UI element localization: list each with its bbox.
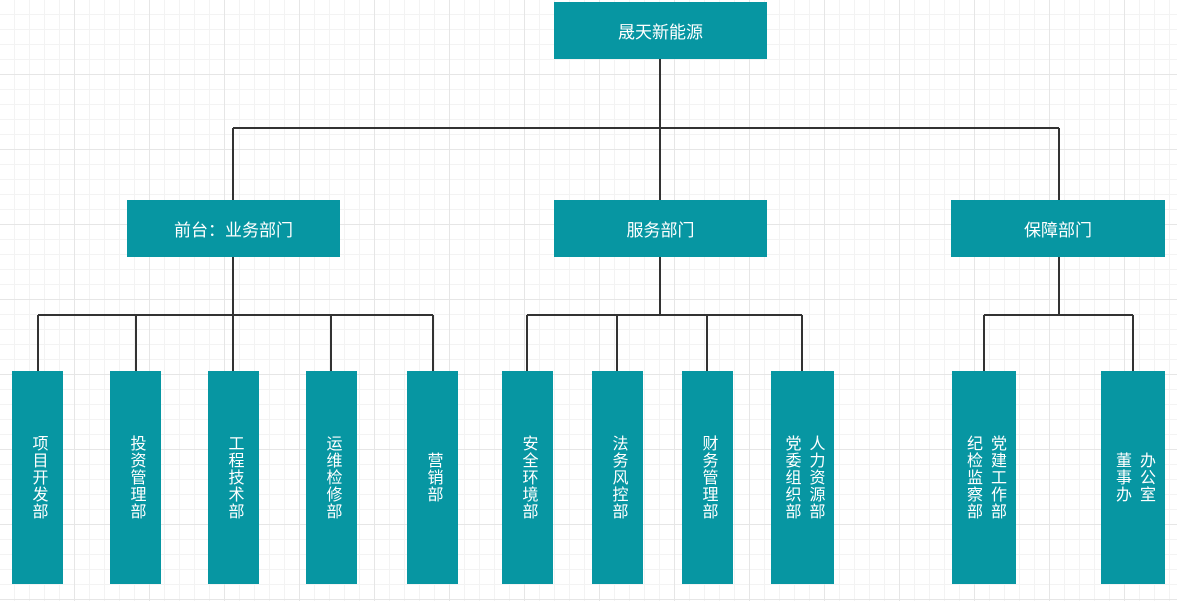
group-label: 服务部门 bbox=[626, 221, 695, 240]
leaf-label: 投资管理部 bbox=[127, 435, 145, 520]
leaf-label: 纪检监察部 bbox=[964, 435, 981, 520]
leaf-node-marketing[interactable]: 营销部 bbox=[407, 371, 458, 584]
leaf-node-party-committee-hr[interactable]: 党委组织部 人力资源部 bbox=[771, 371, 834, 584]
leaf-node-investment-management[interactable]: 投资管理部 bbox=[110, 371, 161, 584]
group-node-support[interactable]: 保障部门 bbox=[951, 200, 1165, 257]
leaf-node-finance-management[interactable]: 财务管理部 bbox=[682, 371, 733, 584]
leaf-label: 运维检修部 bbox=[323, 435, 341, 520]
leaf-label: 人力资源部 bbox=[806, 435, 824, 520]
leaf-label: 工程技术部 bbox=[225, 435, 243, 520]
leaf-node-safety-environment[interactable]: 安全环境部 bbox=[502, 371, 553, 584]
leaf-node-project-development[interactable]: 项目开发部 bbox=[12, 371, 63, 584]
leaf-label: 法务风控部 bbox=[609, 435, 627, 520]
leaf-label: 办公室 bbox=[1137, 452, 1154, 503]
leaf-label: 董事办 bbox=[1113, 452, 1130, 503]
leaf-label: 安全环境部 bbox=[519, 435, 537, 520]
leaf-label: 财务管理部 bbox=[699, 435, 717, 520]
leaf-label: 营销部 bbox=[424, 452, 442, 503]
leaf-node-legal-risk-control[interactable]: 法务风控部 bbox=[592, 371, 643, 584]
leaf-label: 党建工作部 bbox=[988, 435, 1005, 520]
root-label: 晟天新能源 bbox=[618, 23, 703, 42]
group-label: 保障部门 bbox=[1024, 221, 1092, 240]
leaf-label: 项目开发部 bbox=[29, 435, 47, 520]
group-node-service[interactable]: 服务部门 bbox=[554, 200, 767, 257]
root-node[interactable]: 晟天新能源 bbox=[554, 2, 767, 59]
leaf-label: 党委组织部 bbox=[782, 435, 800, 520]
leaf-node-engineering-technology[interactable]: 工程技术部 bbox=[208, 371, 259, 584]
leaf-node-discipline-party-building[interactable]: 纪检监察部 党建工作部 bbox=[952, 371, 1016, 584]
leaf-node-board-office[interactable]: 董事办 办公室 bbox=[1101, 371, 1165, 584]
leaf-node-operation-maintenance[interactable]: 运维检修部 bbox=[306, 371, 357, 584]
group-node-frontline-business[interactable]: 前台：业务部门 bbox=[127, 200, 340, 257]
group-label: 前台：业务部门 bbox=[174, 221, 293, 240]
